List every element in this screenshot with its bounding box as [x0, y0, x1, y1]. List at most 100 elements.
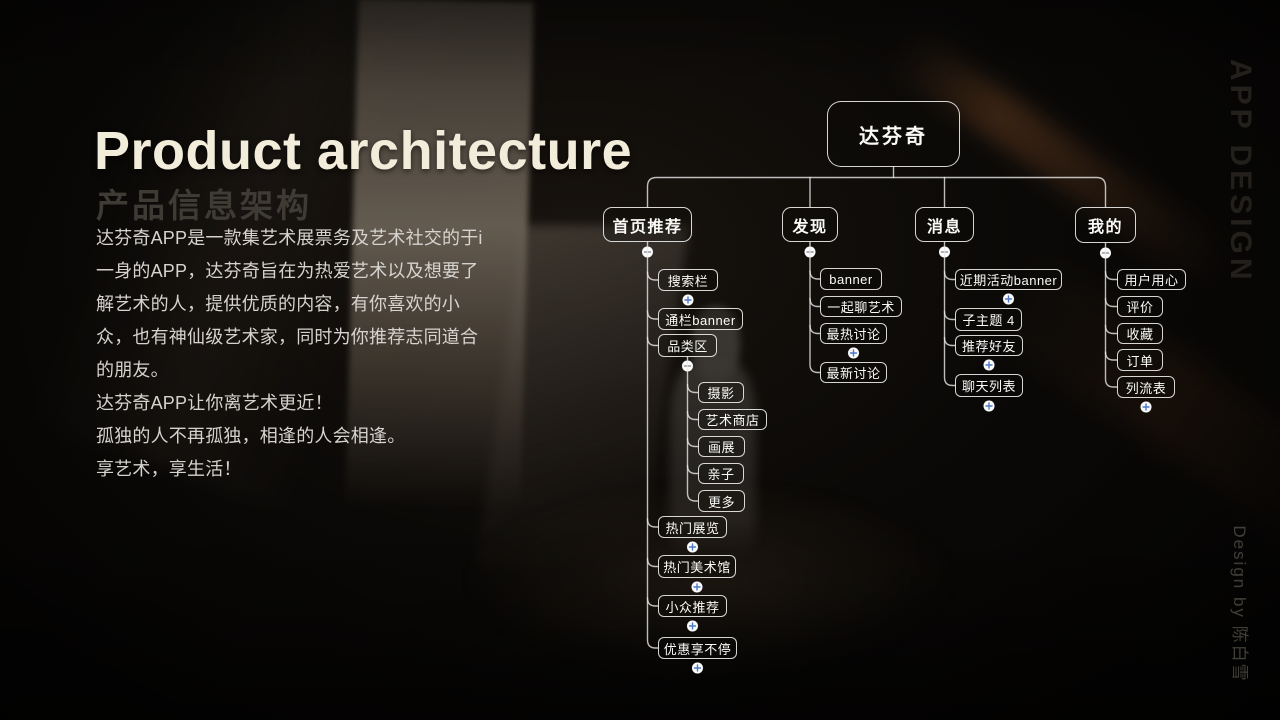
connector-line [646, 557, 659, 568]
mindmap-leaf-node[interactable]: 列流表 [1117, 376, 1175, 398]
node-label: 优惠享不停 [663, 641, 732, 657]
description-line: 解艺术的人，提供优质的内容，有你喜欢的小 [96, 294, 460, 314]
mindmap-leaf-node[interactable]: 艺术商店 [698, 409, 767, 430]
description-line: 达芬奇APP让你离艺术更近！ [96, 393, 333, 413]
connector-line [686, 383, 699, 394]
node-label: 热门美术馆 [663, 560, 731, 575]
mindmap-branch-node[interactable]: 首页推荐 [603, 207, 692, 242]
expand-icon[interactable] [686, 541, 699, 553]
mindmap-leaf-node[interactable]: 亲子 [698, 463, 744, 484]
connector-line [809, 270, 821, 280]
node-label: 列流表 [1125, 380, 1167, 396]
connector-line [646, 597, 659, 607]
mindmap-leaf-node[interactable]: 评价 [1117, 296, 1163, 317]
mindmap-leaf-node[interactable]: 优惠享不停 [658, 637, 737, 659]
mindmap-leaf-node[interactable]: 一起聊艺术 [820, 296, 902, 317]
connector-line [686, 464, 699, 475]
node-label: 更多 [707, 494, 735, 510]
node-label: 亲子 [707, 467, 735, 482]
connector-line [809, 241, 821, 374]
mindmap-leaf-node[interactable]: banner [820, 268, 882, 290]
expand-icon[interactable] [983, 359, 995, 371]
expand-icon[interactable] [691, 662, 704, 674]
mindmap-leaf-node[interactable]: 最新讨论 [820, 362, 887, 383]
node-label: 近期活动banner [959, 273, 1058, 288]
connector-line [1104, 297, 1118, 308]
mindmap-leaf-node[interactable]: 品类区 [658, 334, 717, 357]
expand-icon[interactable] [847, 347, 860, 359]
description-line: 一身的APP，达芬奇旨在为热爱艺术以及想要了 [96, 261, 479, 281]
mindmap-leaf-node[interactable]: 最热讨论 [820, 323, 887, 344]
mindmap-leaf-node[interactable]: 更多 [698, 490, 745, 512]
node-label: 发现 [792, 218, 828, 236]
node-label: 用户用心 [1124, 273, 1179, 288]
node-label: 搜索栏 [667, 273, 709, 289]
node-label: 品类区 [667, 339, 708, 354]
node-label: 通栏banner [665, 312, 736, 328]
mindmap-leaf-node[interactable]: 热门美术馆 [658, 555, 736, 578]
node-label: banner [829, 271, 873, 287]
connector-line [943, 241, 956, 387]
mindmap-leaf-node[interactable]: 搜索栏 [658, 269, 718, 291]
connector-line [646, 336, 659, 347]
mindmap-leaf-node[interactable]: 摄影 [698, 382, 744, 403]
description-line: 孤独的人不再孤独，相逢的人会相逢。 [96, 426, 406, 446]
page-title: Product architecture [94, 121, 633, 182]
node-label: 聊天列表 [961, 379, 1016, 394]
node-label: 热门展览 [665, 520, 720, 536]
connector-line [943, 336, 956, 347]
mindmap-branch-node[interactable]: 发现 [782, 207, 838, 242]
connector-line [646, 310, 659, 320]
mindmap-leaf-node[interactable]: 推荐好友 [955, 335, 1023, 356]
connector-line [809, 297, 821, 308]
node-label: 最新讨论 [826, 366, 881, 381]
expand-icon[interactable] [1140, 401, 1152, 413]
connector-line [943, 270, 956, 281]
node-label: 一起聊艺术 [827, 300, 895, 315]
mindmap-branch-node[interactable]: 我的 [1075, 207, 1136, 243]
expand-icon[interactable] [691, 581, 703, 593]
expand-icon[interactable] [1002, 293, 1015, 305]
connector-line [1104, 324, 1118, 335]
node-label: 消息 [926, 218, 962, 236]
connector-line [646, 518, 659, 528]
node-label: 摄影 [707, 386, 735, 401]
connector-line [943, 310, 956, 321]
node-label: 评价 [1126, 300, 1154, 315]
mindmap-leaf-node[interactable]: 热门展览 [658, 516, 727, 538]
connector-line [686, 410, 699, 421]
connector-line [809, 324, 821, 335]
description-line: 享艺术，享生活！ [96, 459, 242, 479]
node-label: 最热讨论 [826, 327, 881, 342]
description-line: 众，也有神仙级艺术家，同时为你推荐志同道合 [96, 327, 479, 347]
expand-icon[interactable] [682, 294, 694, 306]
mindmap-leaf-node[interactable]: 画展 [698, 436, 745, 457]
node-label: 推荐好友 [961, 339, 1016, 354]
connector-line [1104, 351, 1118, 361]
mindmap-leaf-node[interactable]: 小众推荐 [658, 595, 727, 617]
mindmap-leaf-node[interactable]: 聊天列表 [955, 374, 1023, 397]
connector-line [1104, 242, 1118, 388]
node-label: 首页推荐 [612, 218, 683, 236]
mindmap-branch-node[interactable]: 消息 [915, 207, 974, 242]
node-label: 艺术商店 [705, 413, 760, 428]
expand-icon[interactable] [686, 620, 699, 632]
node-label: 子主题 4 [962, 313, 1015, 328]
mindmap-leaf-node[interactable]: 收藏 [1117, 323, 1163, 344]
mindmap-leaf-node[interactable]: 订单 [1117, 349, 1163, 371]
connector-line [646, 176, 1107, 208]
mindmap-leaf-node[interactable]: 用户用心 [1117, 269, 1186, 290]
mindmap-leaf-node[interactable]: 近期活动banner [955, 269, 1062, 290]
mindmap-leaf-node[interactable]: 子主题 4 [955, 308, 1022, 331]
connector-line [646, 241, 659, 649]
mindmap-leaf-node[interactable]: 通栏banner [658, 308, 743, 330]
expand-icon[interactable] [983, 400, 995, 412]
connector-line [1104, 270, 1118, 281]
mindmap-node-root[interactable]: 达芬奇 [827, 101, 960, 167]
page-subtitle: 产品信息架构 [96, 187, 312, 225]
